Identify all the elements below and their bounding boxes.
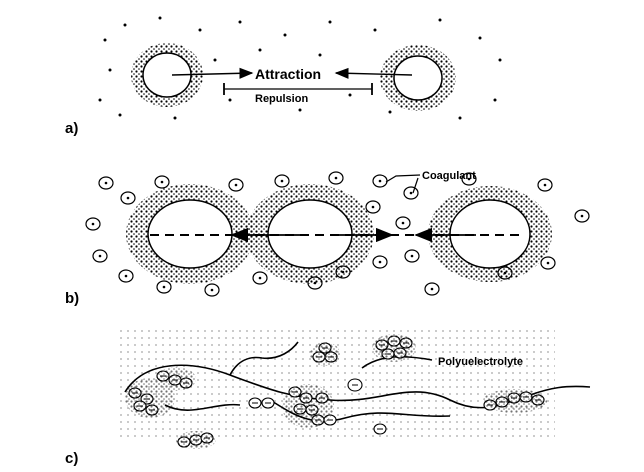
particle-right: [393, 55, 443, 101]
attraction-arrow-right: [334, 67, 413, 79]
panel-a: Attraction Repulsion a): [65, 16, 502, 137]
coagulant-leader-1: [385, 174, 421, 183]
polymer-chain-branch-1: [229, 341, 299, 376]
panel-b: Coagulant b): [65, 170, 590, 307]
repulsion-label: Repulsion: [255, 93, 308, 105]
polyelectrolyte-label: Polyuelectrolyte: [438, 356, 523, 368]
panel-a-label: a): [65, 120, 78, 137]
panel-c: Polyuelectrolyte c): [65, 330, 591, 467]
particle-b-middle: [267, 199, 353, 269]
panel-b-label: b): [65, 290, 79, 307]
attraction-arrow-left: [171, 67, 254, 79]
particle-b-left: [147, 199, 233, 269]
coagulant-label: Coagulant: [422, 170, 476, 182]
coagulant-leader-2: [412, 177, 419, 194]
panel-c-label: c): [65, 450, 78, 467]
attraction-label: Attraction: [255, 66, 321, 82]
ion-halos-c: [125, 334, 547, 449]
polymer-chain-branch-3: [164, 403, 241, 411]
scattered-ions-a: [98, 16, 502, 120]
